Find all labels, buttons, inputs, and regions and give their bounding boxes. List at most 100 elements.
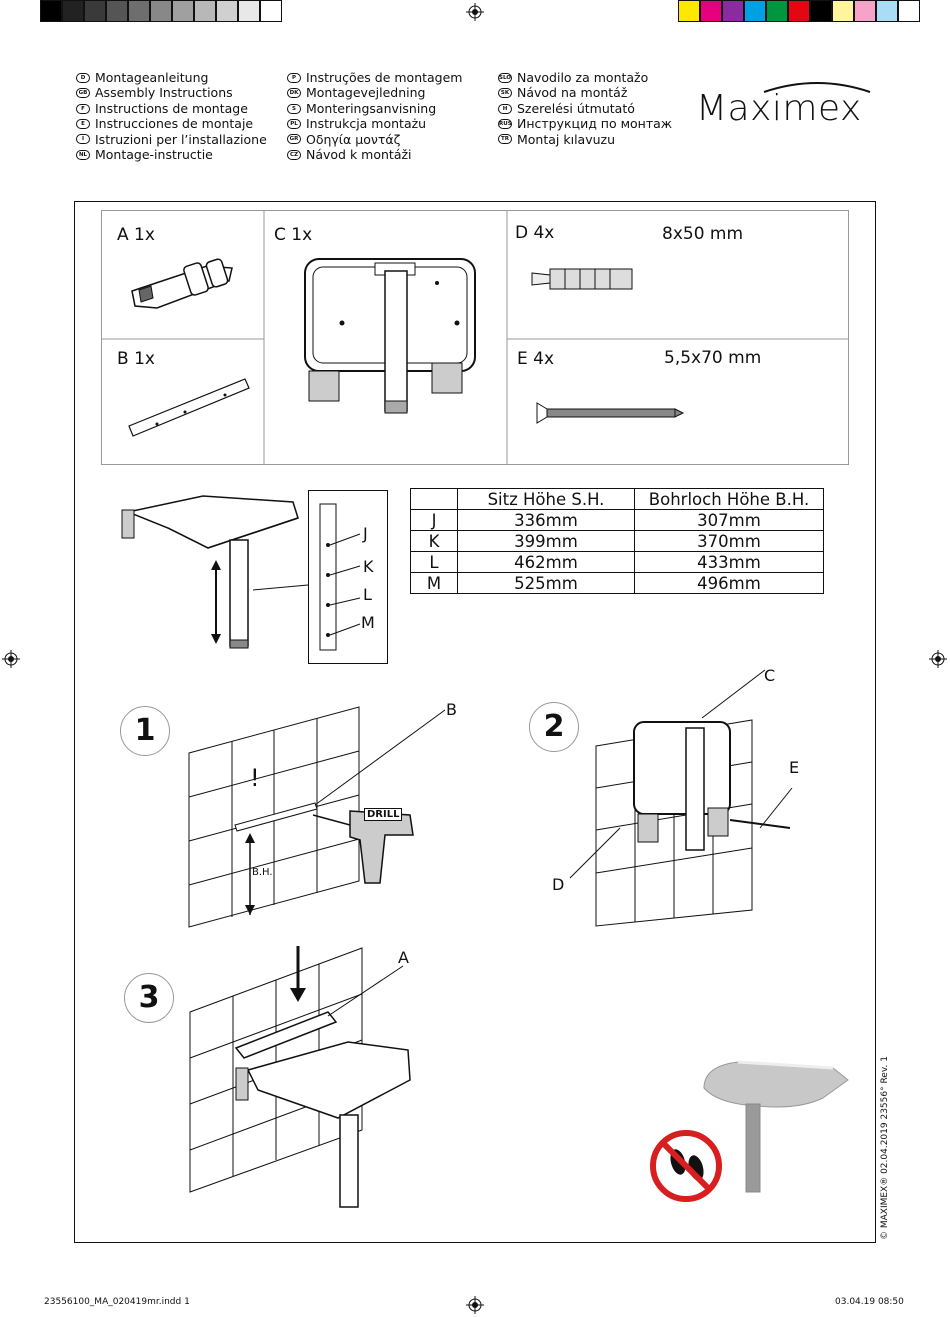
country-code-badge: TR [498, 134, 512, 145]
step-2-number: 2 [529, 702, 579, 752]
country-code-badge: CZ [287, 149, 301, 160]
part-e-label: E 4x [517, 349, 555, 369]
part-d-size: 8x50 mm [662, 224, 744, 244]
calibration-swatch [172, 0, 194, 22]
calibration-swatch [876, 0, 898, 22]
language-title: Szerelési útmutató [517, 100, 635, 116]
table-cell: 307mm [634, 509, 824, 531]
height-label-l: L [363, 585, 372, 604]
seat-part-icon [304, 258, 476, 414]
part-d-label: D 4x [515, 223, 555, 243]
calibration-swatch [106, 0, 128, 22]
table-header: Sitz Höhe S.H. [457, 488, 635, 510]
calibration-swatch [810, 0, 832, 22]
language-title: Instruções de montagem [306, 70, 463, 85]
table-cell: 462mm [457, 551, 635, 573]
warning-mark: ! [250, 764, 260, 792]
table-cell: M [410, 572, 458, 594]
callout-b: B [446, 700, 457, 719]
calibration-swatch [700, 0, 722, 22]
table-cell: 433mm [634, 551, 824, 573]
callout-e: E [789, 758, 800, 777]
calibration-swatch [722, 0, 744, 22]
table-header-row: Sitz Höhe S.H. Bohrloch Höhe B.H. [410, 488, 824, 510]
parts-grid [102, 211, 848, 464]
no-standing-icon [650, 1130, 722, 1202]
height-label-j: J [363, 524, 368, 543]
calibration-swatch [216, 0, 238, 22]
parts-list: A 1x C 1x D 4x 8x50 mm B 1x E 4x 5,5x70 … [101, 210, 849, 465]
language-item: H Szerelési útmutató [498, 101, 672, 116]
callout-d: D [552, 875, 565, 894]
table-row: K 399mm 370mm [410, 530, 824, 552]
calibration-swatch [678, 0, 700, 22]
table-cell: 370mm [634, 530, 824, 552]
calibration-swatch [832, 0, 854, 22]
color-calibration-bar [678, 0, 920, 22]
calibration-swatch [898, 0, 920, 22]
registration-mark-icon [466, 3, 484, 21]
country-code-badge: E [76, 118, 90, 129]
table-row: L 462mm 433mm [410, 551, 824, 573]
language-title: Οδηγία μοντάζ [306, 131, 401, 147]
language-title: Instrukcja montażu [306, 116, 427, 132]
calibration-swatch [744, 0, 766, 22]
calibration-swatch [128, 0, 150, 22]
language-item: E Instrucciones de montaje [76, 116, 267, 131]
footer-filename: 23556100_MA_020419mr.indd 1 [44, 1297, 190, 1307]
language-title: Návod na montáž [517, 85, 628, 101]
instruction-frame [74, 201, 876, 1243]
language-item: PL Instrukcja montażu [287, 116, 463, 131]
table-header [410, 488, 458, 510]
leg-height-holes [319, 503, 361, 651]
country-code-badge: SLO [498, 72, 512, 83]
part-a-label: A 1x [117, 225, 155, 245]
country-code-badge: I [76, 134, 90, 145]
language-title: Montageanleitung [95, 70, 209, 85]
country-code-badge: DK [287, 88, 301, 99]
table-cell: J [410, 509, 458, 531]
grayscale-calibration-bar [40, 0, 282, 22]
seat-photo-illustration [703, 1060, 849, 1193]
country-code-badge: S [287, 103, 301, 114]
country-code-badge: P [287, 72, 301, 83]
callout-c: C [764, 666, 776, 685]
height-table: Sitz Höhe S.H. Bohrloch Höhe B.H. J 336m… [410, 488, 824, 594]
table-cell: L [410, 551, 458, 573]
brand-logo: Maximex [696, 88, 862, 129]
calibration-swatch [150, 0, 172, 22]
step-2-seat-mounting [569, 669, 793, 927]
height-label-k: K [363, 557, 374, 576]
calibration-swatch [84, 0, 106, 22]
calibration-swatch [62, 0, 84, 22]
screw-icon [536, 402, 685, 424]
footer-date: 03.04.19 08:50 [835, 1297, 904, 1307]
table-cell: 399mm [457, 530, 635, 552]
table-cell: 525mm [457, 572, 635, 594]
registration-mark-icon [929, 650, 947, 668]
country-code-badge: H [498, 103, 512, 114]
table-row: M 525mm 496mm [410, 572, 824, 594]
country-code-badge: PL [287, 118, 301, 129]
part-e-size: 5,5x70 mm [664, 348, 762, 368]
calibration-swatch [40, 0, 62, 22]
seat-side-illustration [121, 495, 309, 649]
language-title: Istruzioni per l’installazione [95, 131, 267, 147]
calibration-swatch [766, 0, 788, 22]
calibration-swatch [194, 0, 216, 22]
language-title: Montage-instructie [95, 147, 213, 163]
logo-swoosh-icon [763, 82, 871, 93]
part-c-label: C 1x [274, 225, 313, 245]
country-code-badge: RUS [498, 118, 512, 129]
language-title: Návod k montáži [306, 147, 412, 163]
language-title: Instrucciones de montaje [95, 116, 254, 132]
calibration-swatch [238, 0, 260, 22]
